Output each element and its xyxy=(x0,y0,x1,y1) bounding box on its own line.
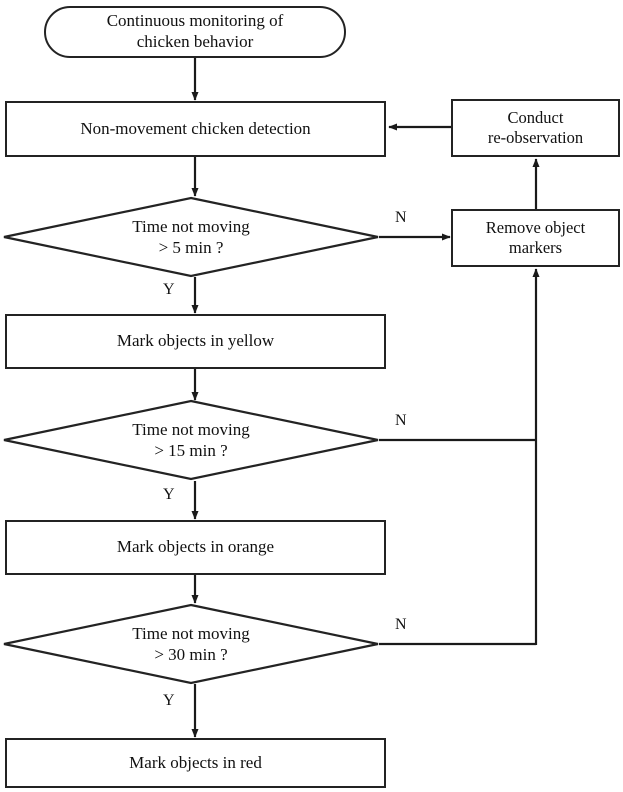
node-conduct-line2: re-observation xyxy=(487,128,584,147)
node-start-continuous-monitoring[interactable]: Continuous monitoring of chicken behavio… xyxy=(44,6,346,58)
node-mark-objects-orange[interactable]: Mark objects in orange xyxy=(5,520,386,575)
decision-30min-shape xyxy=(3,603,379,685)
edge-label-n-5min: N xyxy=(395,209,407,226)
decision-5min-shape xyxy=(3,196,379,278)
node-decision-15min[interactable]: Time not moving > 15 min ? xyxy=(2,399,380,481)
node-conduct-text: Conduct re-observation xyxy=(488,108,583,148)
node-start-line2: chicken behavior xyxy=(136,32,254,51)
node-remove-object-markers[interactable]: Remove object markers xyxy=(451,209,620,267)
node-conduct-reobservation[interactable]: Conduct re-observation xyxy=(451,99,620,157)
node-start-text: Continuous monitoring of chicken behavio… xyxy=(107,11,284,52)
node-decision-5min[interactable]: Time not moving > 5 min ? xyxy=(2,196,380,278)
node-remove-line2: markers xyxy=(508,238,563,257)
node-mark-red-label: Mark objects in red xyxy=(129,752,262,772)
edge-label-n-30min: N xyxy=(395,616,407,633)
node-start-line1: Continuous monitoring of xyxy=(106,11,284,31)
edge-label-y-15min: Y xyxy=(163,486,175,503)
edge-label-n-15min: N xyxy=(395,412,407,429)
node-remove-line1: Remove object xyxy=(485,217,586,237)
node-remove-text: Remove object markers xyxy=(486,218,585,258)
edge-label-y-30min: Y xyxy=(163,692,175,709)
edge-label-y-5min: Y xyxy=(163,281,175,298)
node-mark-objects-yellow[interactable]: Mark objects in yellow xyxy=(5,314,386,369)
node-conduct-line1: Conduct xyxy=(507,107,564,127)
node-mark-objects-red[interactable]: Mark objects in red xyxy=(5,738,386,788)
node-decision-30min[interactable]: Time not moving > 30 min ? xyxy=(2,603,380,685)
decision-15min-shape xyxy=(3,399,379,481)
node-detection-label: Non-movement chicken detection xyxy=(80,118,311,138)
node-mark-yellow-label: Mark objects in yellow xyxy=(116,331,275,351)
node-mark-orange-label: Mark objects in orange xyxy=(116,537,275,557)
node-non-movement-detection[interactable]: Non-movement chicken detection xyxy=(5,101,386,157)
